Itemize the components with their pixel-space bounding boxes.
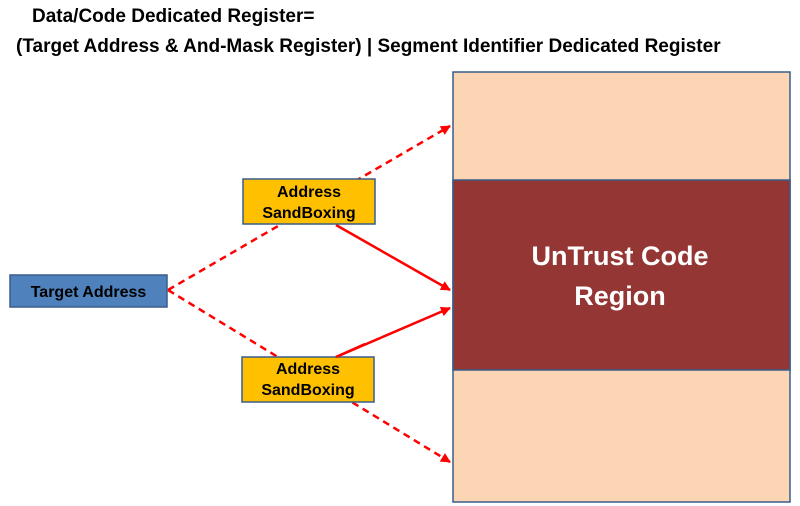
address-sandboxing-box-bottom <box>241 356 375 403</box>
untrust-code-region <box>452 179 791 371</box>
title-line-2: (Target Address & And-Mask Register) | S… <box>16 36 721 57</box>
target-address-label: Target Address <box>31 284 147 301</box>
dashed-arrow-to-top-region <box>167 124 451 292</box>
target-address-box <box>9 274 168 308</box>
address-sandboxing-box-top <box>242 178 376 225</box>
untrust-region-label-line-1: UnTrust Code <box>531 241 708 271</box>
sandbox-top-label-line-2: SandBoxing <box>262 205 355 222</box>
sandbox-bottom-label-line-2: SandBoxing <box>261 382 354 399</box>
sandbox-top-label-line-1: Address <box>277 184 341 201</box>
solid-arrow-top-sandbox-to-untrust <box>335 223 451 292</box>
arrow-overlay-segment <box>335 342 366 359</box>
title-line-1: Data/Code Dedicated Register= <box>32 6 314 27</box>
sandbox-bottom-label-line-1: Address <box>276 361 340 378</box>
untrust-region-label-line-2: Region <box>574 281 666 311</box>
arrows <box>167 124 451 464</box>
